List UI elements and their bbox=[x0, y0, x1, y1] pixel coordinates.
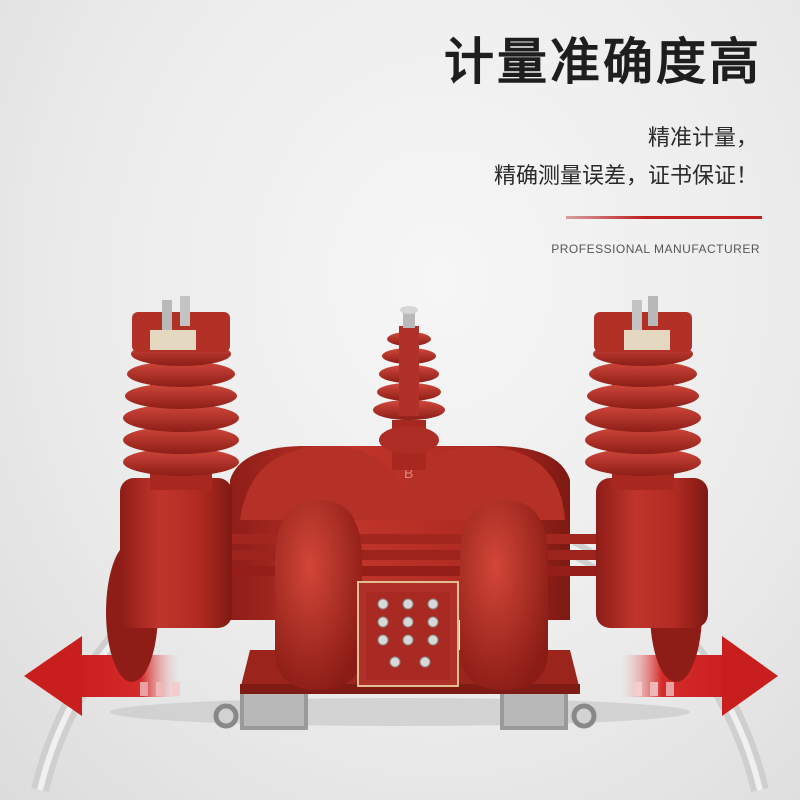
right-insulator-housing bbox=[596, 478, 708, 628]
headline: 计量准确度高 bbox=[444, 33, 762, 91]
subtitle-line-2: 精确测量误差，证书保证！ bbox=[493, 164, 758, 189]
english-tagline: PROFESSIONAL MANUFACTURER bbox=[551, 242, 760, 256]
right-insulator bbox=[585, 296, 701, 490]
left-insulator-housing bbox=[120, 478, 232, 628]
right-coil bbox=[460, 500, 548, 690]
subtitle-line-1: 精准计量， bbox=[647, 126, 758, 151]
accent-divider bbox=[566, 216, 762, 219]
terminal-box bbox=[357, 581, 459, 687]
left-coil bbox=[275, 500, 362, 690]
product-marking: B bbox=[404, 465, 413, 481]
mounting-brackets bbox=[213, 690, 597, 730]
center-insulator bbox=[373, 306, 445, 470]
left-insulator bbox=[123, 296, 239, 490]
